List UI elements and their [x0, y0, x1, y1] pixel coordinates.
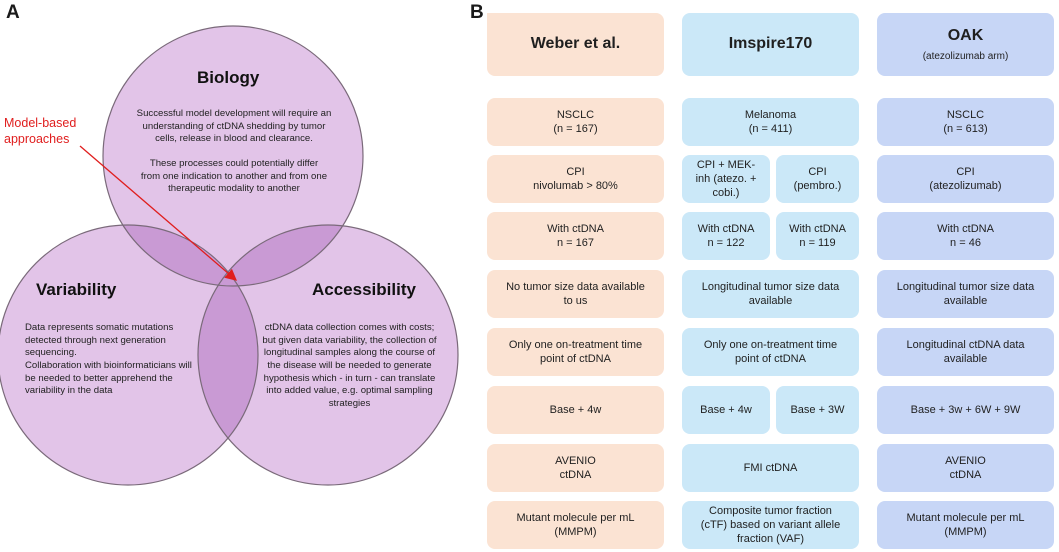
oak-header-subtitle: (atezolizumab arm)	[922, 51, 1009, 63]
weber-metric: Mutant molecule per mL (MMPM)	[487, 501, 664, 549]
oak-metric: Mutant molecule per mL (MMPM)	[877, 501, 1054, 549]
imspire-with-ctdna-a: With ctDNA n = 122	[682, 212, 770, 260]
accessibility-circle	[198, 225, 458, 485]
weber-header: Weber et al.	[487, 13, 664, 76]
variability-circle	[0, 225, 258, 485]
oak-assay: AVENIO ctDNA	[877, 444, 1054, 492]
variability-text: Data represents somatic mutations detect…	[25, 322, 192, 397]
oak-timepoints: Longitudinal ctDNA data available	[877, 328, 1054, 376]
imspire-treatment-atezo-cobi: CPI + MEK- inh (atezo. + cobi.)	[682, 155, 770, 203]
oak-tumor-size: Longitudinal tumor size data available	[877, 270, 1054, 318]
imspire-sampling-a: Base + 4w	[682, 386, 770, 434]
biology-text-2: These processes could potentially differ…	[140, 158, 328, 195]
venn-diagram	[0, 25, 459, 486]
model-based-annotation: Model-based approaches	[4, 116, 77, 146]
panel-a-label: A	[6, 2, 20, 23]
oak-treatment: CPI (atezolizumab)	[877, 155, 1054, 203]
weber-with-ctdna: With ctDNA n = 167	[487, 212, 664, 260]
weber-treatment: CPI nivolumab > 80%	[487, 155, 664, 203]
oak-sampling: Base + 3w + 6W + 9W	[877, 386, 1054, 434]
imspire-tumor-size: Longitudinal tumor size data available	[682, 270, 859, 318]
imspire-metric: Composite tumor fraction (cTF) based on …	[682, 501, 859, 549]
biology-title: Biology	[197, 68, 260, 87]
imspire-assay: FMI ctDNA	[682, 444, 859, 492]
imspire-treatment-pembro: CPI (pembro.)	[776, 155, 859, 203]
imspire-sampling-b: Base + 3W	[776, 386, 859, 434]
imspire-indication: Melanoma (n = 411)	[682, 98, 859, 146]
weber-tumor-size: No tumor size data available to us	[487, 270, 664, 318]
accessibility-title: Accessibility	[312, 280, 416, 299]
imspire-with-ctdna-b: With ctDNA n = 119	[776, 212, 859, 260]
variability-title: Variability	[36, 280, 117, 299]
panel-b-label: B	[470, 2, 484, 23]
imspire-timepoints: Only one on-treatment time point of ctDN…	[682, 328, 859, 376]
annotation-arrow	[79, 145, 237, 281]
accessibility-text: ctDNA data collection comes with costs; …	[262, 322, 437, 409]
oak-indication: NSCLC (n = 613)	[877, 98, 1054, 146]
oak-header: OAK (atezolizumab arm)	[877, 13, 1054, 76]
weber-timepoints: Only one on-treatment time point of ctDN…	[487, 328, 664, 376]
oak-with-ctdna: With ctDNA n = 46	[877, 212, 1054, 260]
imspire-header: Imspire170	[682, 13, 859, 76]
weber-sampling: Base + 4w	[487, 386, 664, 434]
weber-assay: AVENIO ctDNA	[487, 444, 664, 492]
weber-indication: NSCLC (n = 167)	[487, 98, 664, 146]
biology-text-1: Successful model development will requir…	[136, 108, 332, 145]
